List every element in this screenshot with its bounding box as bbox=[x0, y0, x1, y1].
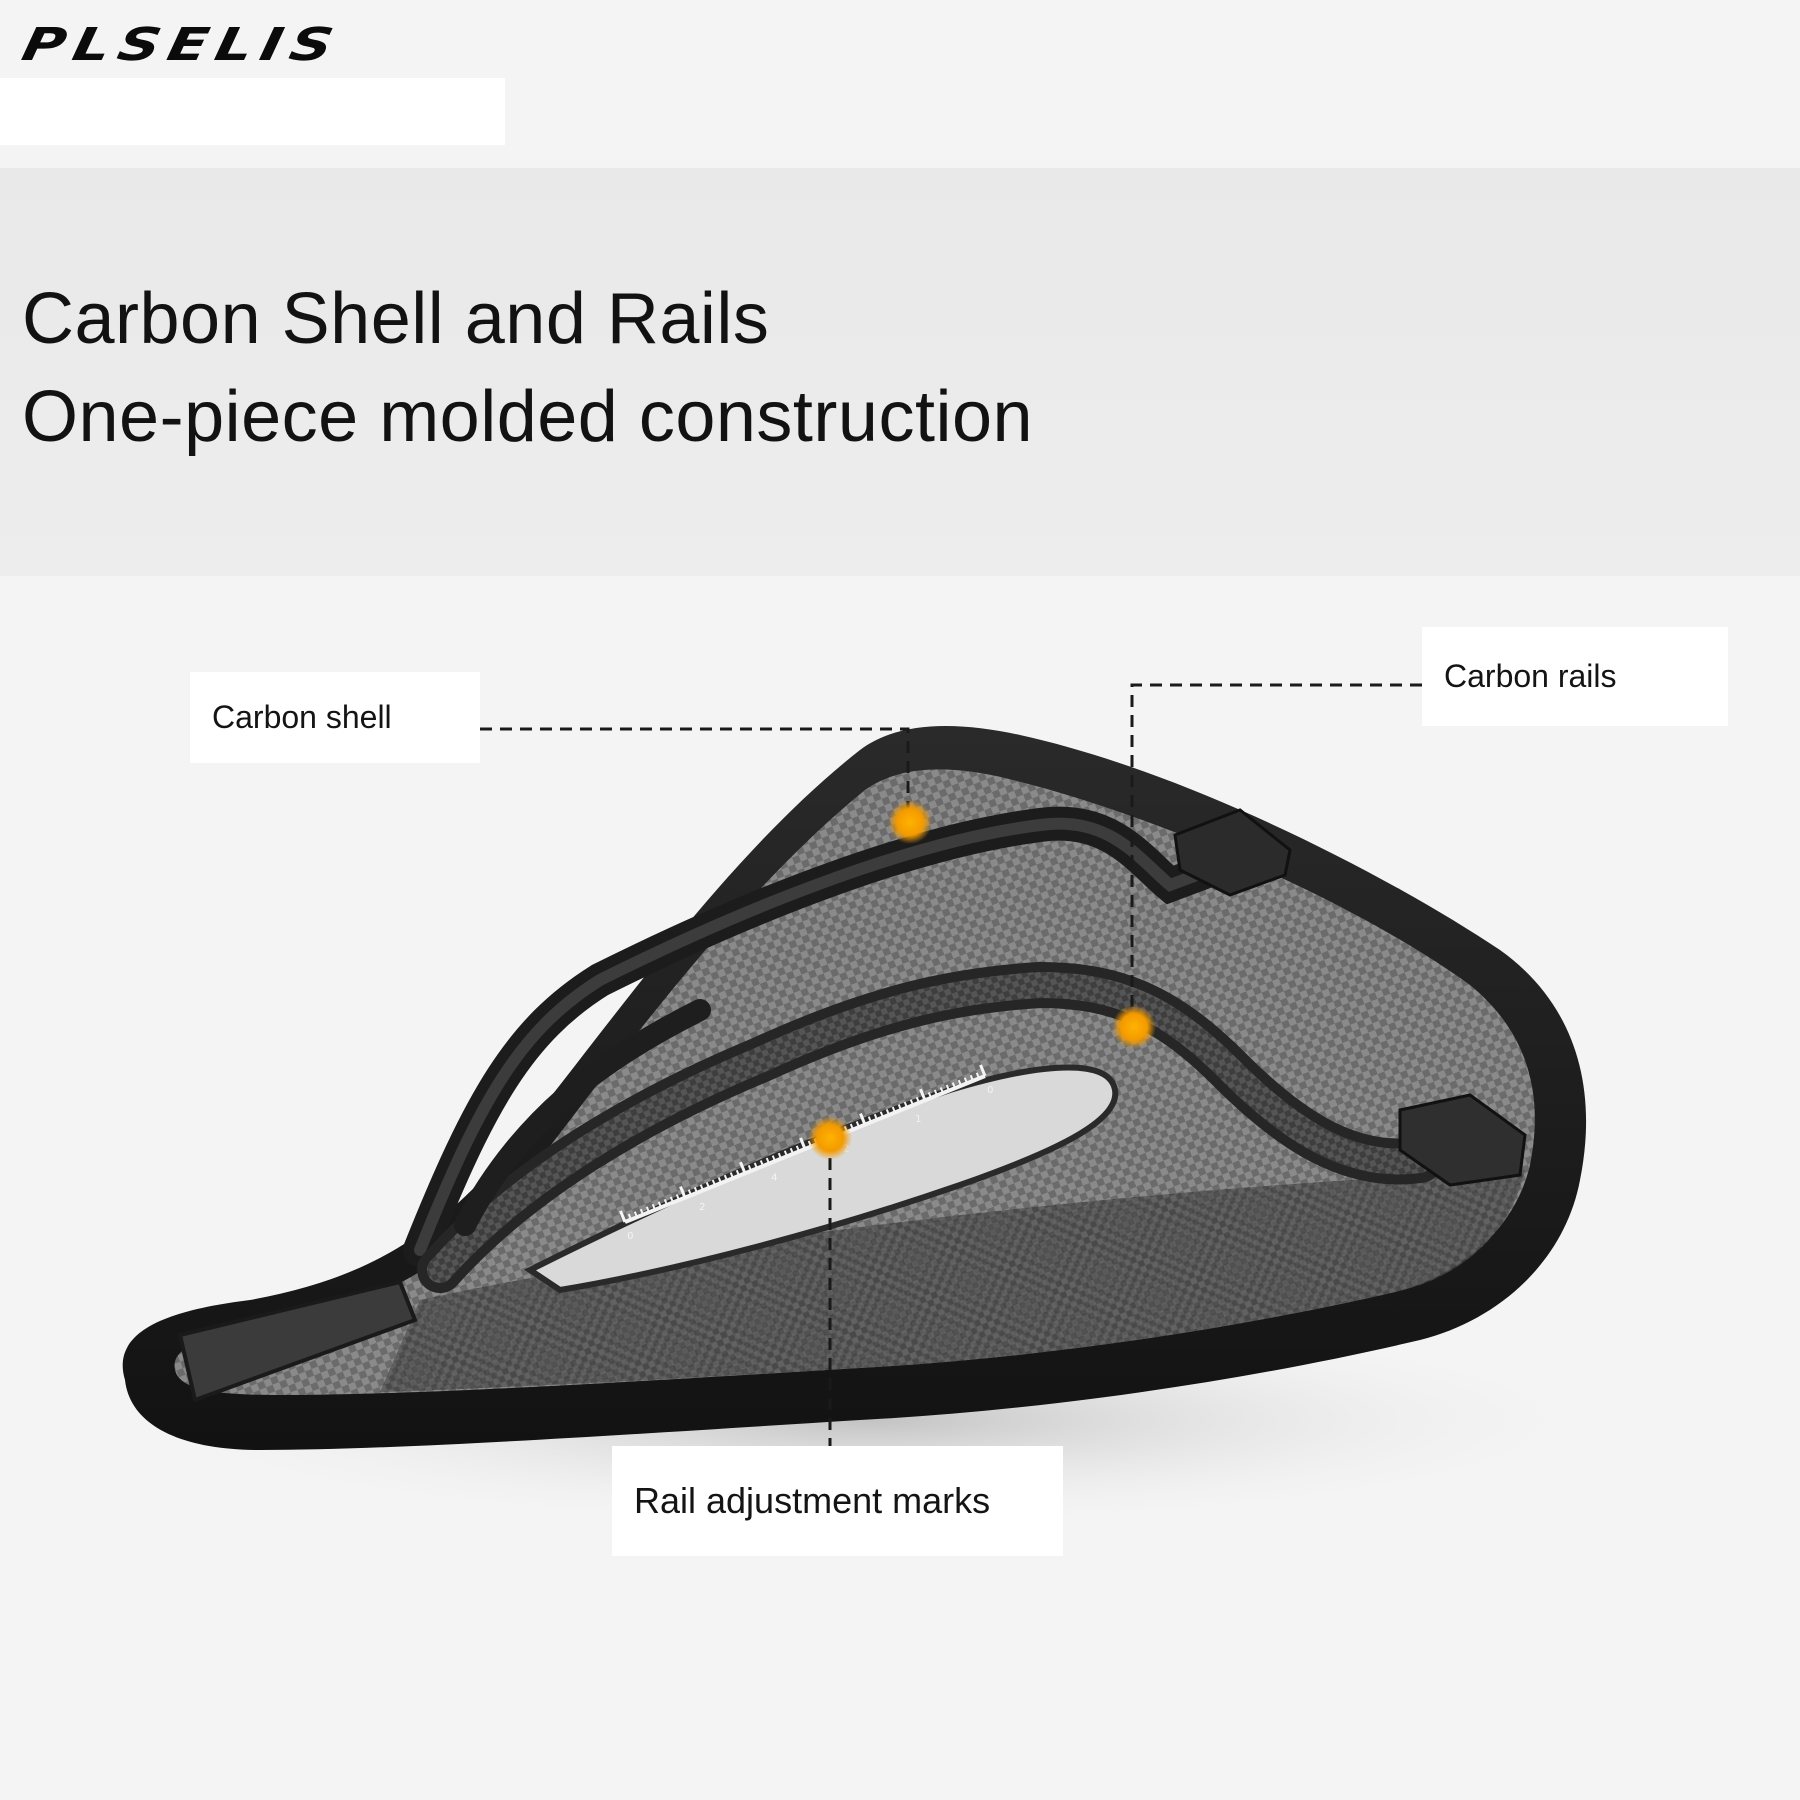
scale-tick bbox=[927, 1091, 932, 1099]
headline-title: Carbon Shell and Rails bbox=[22, 279, 770, 359]
scale-tick bbox=[717, 1177, 722, 1184]
scale-tick bbox=[859, 1112, 867, 1126]
scale-tick bbox=[799, 1137, 807, 1150]
scale-tick bbox=[909, 1099, 914, 1106]
leader-line-rails bbox=[1130, 683, 1422, 1025]
carbon-shell-lower bbox=[380, 1170, 1525, 1392]
scale-tick bbox=[979, 1064, 987, 1077]
rail-mount-lower bbox=[1398, 1093, 1527, 1187]
scale-tick bbox=[711, 1179, 716, 1186]
scale-tick bbox=[699, 1184, 704, 1191]
nose-clamp bbox=[177, 1279, 418, 1403]
scale-tick bbox=[735, 1169, 740, 1177]
scale-mark-label: 1 bbox=[915, 1114, 921, 1125]
scale-tick bbox=[867, 1116, 872, 1123]
scale-tick bbox=[933, 1089, 938, 1096]
scale-tick bbox=[639, 1208, 644, 1216]
scale-tick bbox=[759, 1160, 764, 1167]
scale-tick bbox=[873, 1113, 878, 1121]
marker-shell bbox=[888, 800, 932, 844]
scale-tick bbox=[679, 1185, 687, 1199]
callout-carbon-shell: Carbon shell bbox=[190, 672, 480, 763]
logo-bar: PLSELIS bbox=[0, 0, 1800, 168]
headline-subtitle: One-piece molded construction bbox=[22, 377, 1034, 457]
scale-tick bbox=[675, 1194, 680, 1201]
scale-tick bbox=[885, 1108, 890, 1116]
logo-underlay bbox=[0, 78, 505, 145]
scale-tick bbox=[651, 1203, 656, 1211]
scale-tick bbox=[657, 1201, 662, 1208]
center-channel bbox=[524, 1064, 1119, 1294]
scale-tick bbox=[957, 1079, 962, 1087]
scale-tick bbox=[951, 1082, 956, 1089]
scale-tick bbox=[849, 1123, 854, 1130]
callout-rail-adjustment-marks: Rail adjustment marks bbox=[612, 1446, 1063, 1556]
scale-tick bbox=[729, 1172, 734, 1179]
scale-tick bbox=[783, 1150, 788, 1157]
scale-tick bbox=[855, 1121, 860, 1128]
scale-tick bbox=[765, 1157, 770, 1164]
scale-tick bbox=[687, 1189, 692, 1196]
scale-tick bbox=[633, 1211, 638, 1218]
scale-tick bbox=[777, 1152, 782, 1160]
scale-tick bbox=[663, 1199, 668, 1206]
scale-mark-label: 0 bbox=[987, 1085, 993, 1096]
scale-tick bbox=[919, 1088, 927, 1101]
scale-tick bbox=[879, 1111, 884, 1118]
scale-tick bbox=[747, 1164, 752, 1172]
scale-tick bbox=[669, 1196, 674, 1203]
scale-tick bbox=[627, 1213, 632, 1220]
scale-tick bbox=[723, 1174, 728, 1182]
marker-rails bbox=[1112, 1005, 1156, 1049]
scale-tick bbox=[795, 1145, 800, 1152]
marker-marks bbox=[808, 1116, 852, 1160]
headline-banner: Carbon Shell and Rails One-piece molded … bbox=[0, 168, 1800, 576]
scale-tick bbox=[945, 1084, 950, 1091]
scale-tick bbox=[963, 1077, 968, 1084]
callout-carbon-rails: Carbon rails bbox=[1422, 627, 1728, 726]
scale-tick bbox=[903, 1101, 908, 1109]
scale-tick bbox=[753, 1162, 758, 1169]
scale-tick bbox=[891, 1106, 896, 1113]
scale-tick bbox=[975, 1072, 980, 1079]
leader-line-shell bbox=[480, 727, 910, 820]
scale-tick bbox=[771, 1155, 776, 1162]
scale-tick bbox=[789, 1147, 794, 1155]
scale-tick bbox=[939, 1087, 944, 1094]
scale-tick bbox=[693, 1186, 698, 1194]
scale-mark-label: 2 bbox=[699, 1202, 705, 1213]
scale-tick bbox=[915, 1096, 920, 1104]
rail-mount-upper bbox=[1173, 808, 1292, 897]
scale-tick bbox=[969, 1074, 974, 1082]
scale-tick bbox=[739, 1161, 747, 1174]
rail-strut bbox=[454, 999, 711, 1236]
scale-mark-label: 0 bbox=[627, 1231, 633, 1242]
scale-mark-label: 4 bbox=[771, 1173, 777, 1184]
scale-tick bbox=[619, 1210, 627, 1223]
scale-tick bbox=[705, 1181, 710, 1189]
scale-tick bbox=[645, 1206, 650, 1213]
scale-tick bbox=[897, 1104, 902, 1111]
